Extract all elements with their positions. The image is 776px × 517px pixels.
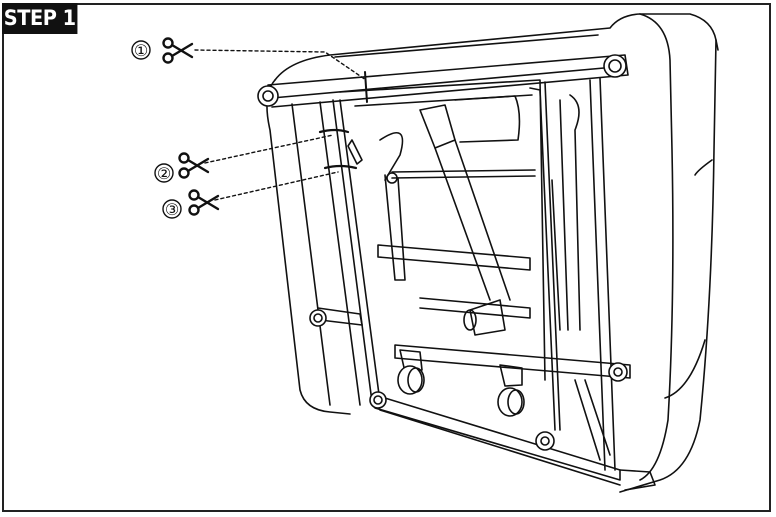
diagram-frame <box>2 3 771 512</box>
actuator <box>419 95 521 336</box>
step-badge: STEP 1 <box>2 3 78 34</box>
leader-line-1 <box>194 49 367 81</box>
bottom-rail <box>369 391 656 491</box>
callout-1: ① <box>131 37 194 64</box>
callout-2-number: ② <box>157 164 171 183</box>
callout-3: ③ <box>162 189 220 219</box>
chair-body-outline <box>266 13 719 493</box>
top-rail <box>257 54 629 108</box>
casters <box>397 349 525 417</box>
callout-2: ② <box>154 152 210 183</box>
scissors-icon <box>178 152 210 179</box>
inner-frame <box>339 77 616 471</box>
leader-line-3 <box>214 171 339 201</box>
left-cross-bar <box>309 307 363 327</box>
scissors-icon <box>188 189 220 216</box>
leader-line-2 <box>204 134 334 164</box>
left-side-rails <box>291 99 381 406</box>
scissors-icon <box>162 37 194 64</box>
cross-bars <box>377 169 631 382</box>
callout-3-number: ③ <box>165 200 179 219</box>
callout-1-number: ① <box>134 41 148 60</box>
right-mechanism <box>551 94 611 461</box>
leader-lines <box>194 49 367 201</box>
linkage-arm <box>379 131 406 281</box>
